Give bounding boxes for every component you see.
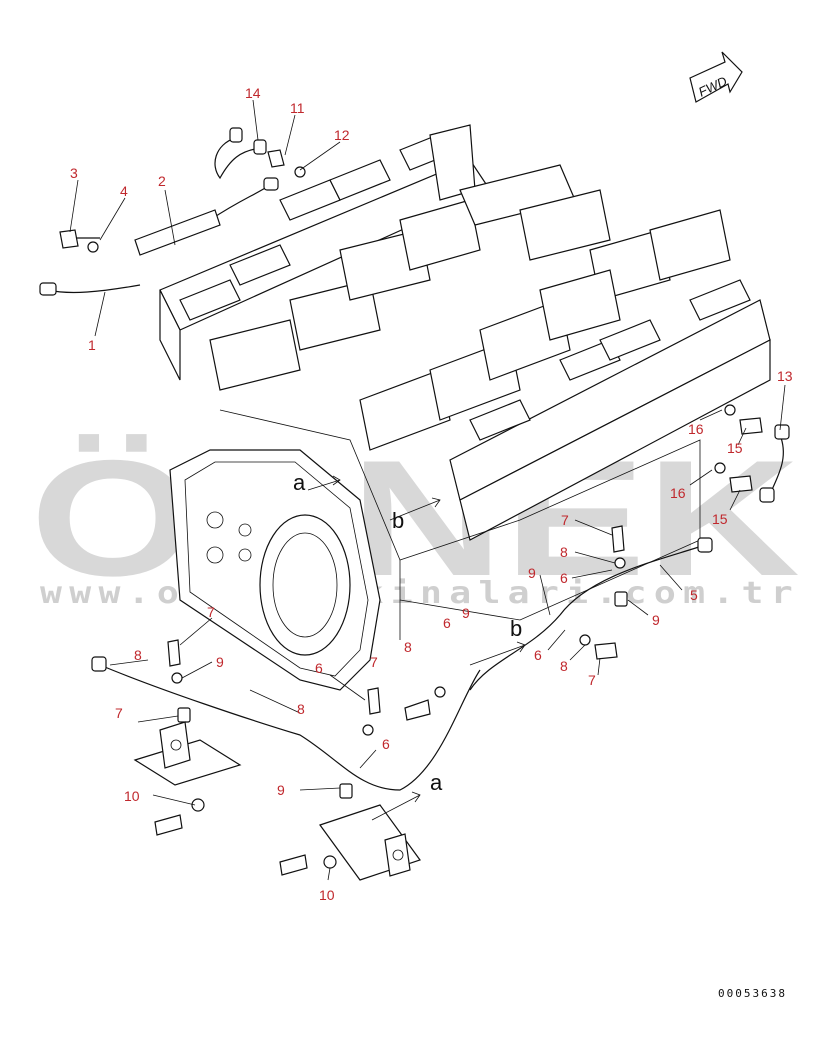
bolt-7-mid <box>367 687 381 715</box>
callout-8-block: 8 <box>404 639 412 655</box>
callout-1: 1 <box>88 337 96 353</box>
bolt-15b <box>729 475 753 493</box>
view-markers: a a b b <box>293 470 522 795</box>
view-arrow-a-top <box>307 475 341 491</box>
callout-9-right: 9 <box>652 612 660 628</box>
callout-8-right: 8 <box>560 544 568 560</box>
view-marker-a-top: a <box>293 470 306 495</box>
document-number: 00053638 <box>718 987 787 1000</box>
callout-8-mid-right: 8 <box>560 658 568 674</box>
bolt-11 <box>267 149 285 168</box>
view-marker-b-top: b <box>392 508 404 533</box>
callout-13: 13 <box>777 368 793 384</box>
engine-block <box>159 124 771 640</box>
callout-16-lower: 16 <box>670 485 686 501</box>
washer-12 <box>294 166 306 178</box>
leader-lines <box>69 99 786 881</box>
washer-16a <box>724 404 736 416</box>
bolt-7-right <box>611 525 625 553</box>
view-marker-a-bottom: a <box>430 770 443 795</box>
callout-9-lower: 10 <box>124 788 140 804</box>
washer-8-center <box>434 686 446 698</box>
bracket-2 <box>134 209 221 256</box>
cable-14-end-2 <box>253 139 267 155</box>
view-arrow-b-bottom <box>469 641 526 666</box>
cable-6 <box>99 664 481 791</box>
callout-5: 5 <box>690 587 698 603</box>
callout-7-right: 7 <box>561 512 569 528</box>
callout-16-upper: 16 <box>688 421 704 437</box>
callout-7-lower: 8 <box>297 701 305 717</box>
callout-3: 3 <box>70 165 78 181</box>
flywheel-housing <box>169 449 381 691</box>
watermark-brand: ÖRNEK <box>30 426 800 610</box>
washer-8-mid <box>362 724 374 736</box>
view-marker-b-bottom: b <box>510 616 522 641</box>
washer-8-lower <box>579 634 591 646</box>
callout-2: 2 <box>158 173 166 189</box>
callout-6-block: 6 <box>443 615 451 631</box>
view-arrow-a-bottom <box>371 791 421 821</box>
callout-6-right: 6 <box>560 570 568 586</box>
washer-8-left <box>171 672 183 684</box>
callout-6-left: 8 <box>134 647 142 663</box>
callouts: 14 11 12 3 4 2 1 13 16 15 16 15 7 8 6 9 … <box>70 85 793 903</box>
watermark-url: www.ornekmakinalari.com.tr <box>40 576 800 611</box>
callout-4: 4 <box>120 183 128 199</box>
spacer-9-mid <box>339 783 353 799</box>
bolt-15a <box>739 417 763 435</box>
washer-4 <box>87 241 99 253</box>
spacer-9-right <box>614 591 628 607</box>
callout-9-left: 7 <box>115 705 123 721</box>
harness-1 <box>39 177 279 296</box>
callout-8-lower: 6 <box>382 736 390 752</box>
washer-8-right <box>614 557 626 569</box>
callout-6-mid-right: 6 <box>534 647 542 663</box>
callout-12: 12 <box>334 127 350 143</box>
callout-6-lower: 9 <box>277 782 285 798</box>
callout-15-lower: 15 <box>712 511 728 527</box>
callout-7-mid: 6 <box>315 660 323 676</box>
cable-5-end <box>697 537 713 553</box>
spacer-9-left <box>177 707 191 723</box>
bolt-7-lower <box>594 642 618 660</box>
bracket-10-left <box>133 721 242 836</box>
callout-7-mid-right: 7 <box>588 672 596 688</box>
callout-8-left: 9 <box>216 654 224 670</box>
watermark: ÖRNEK www.ornekmakinalari.com.tr <box>30 426 800 611</box>
callout-11: 11 <box>290 100 305 116</box>
cable-13-end-2 <box>759 487 775 503</box>
bolt-7-center <box>404 699 431 721</box>
callout-14: 14 <box>245 85 261 101</box>
fwd-arrow-icon: FWD <box>689 51 743 103</box>
callout-10-left: 10 <box>319 887 335 903</box>
bracket-10-right <box>279 804 421 881</box>
bolt-7-left <box>167 639 181 667</box>
cable-14-end <box>229 127 243 143</box>
cable-5 <box>469 544 706 691</box>
fwd-label: FWD <box>696 73 729 99</box>
washer-16b <box>714 462 726 474</box>
cable-14 <box>214 137 263 180</box>
cable-6-end <box>91 656 107 672</box>
callout-15-upper: 15 <box>727 440 743 456</box>
view-arrow-b-top <box>389 497 441 521</box>
callout-7-left: 7 <box>207 604 215 620</box>
cable-13-end <box>774 424 790 440</box>
callout-7-housing: 7 <box>370 654 378 670</box>
callout-9-right-upper: 9 <box>528 565 536 581</box>
callout-9-block: 9 <box>462 605 470 621</box>
